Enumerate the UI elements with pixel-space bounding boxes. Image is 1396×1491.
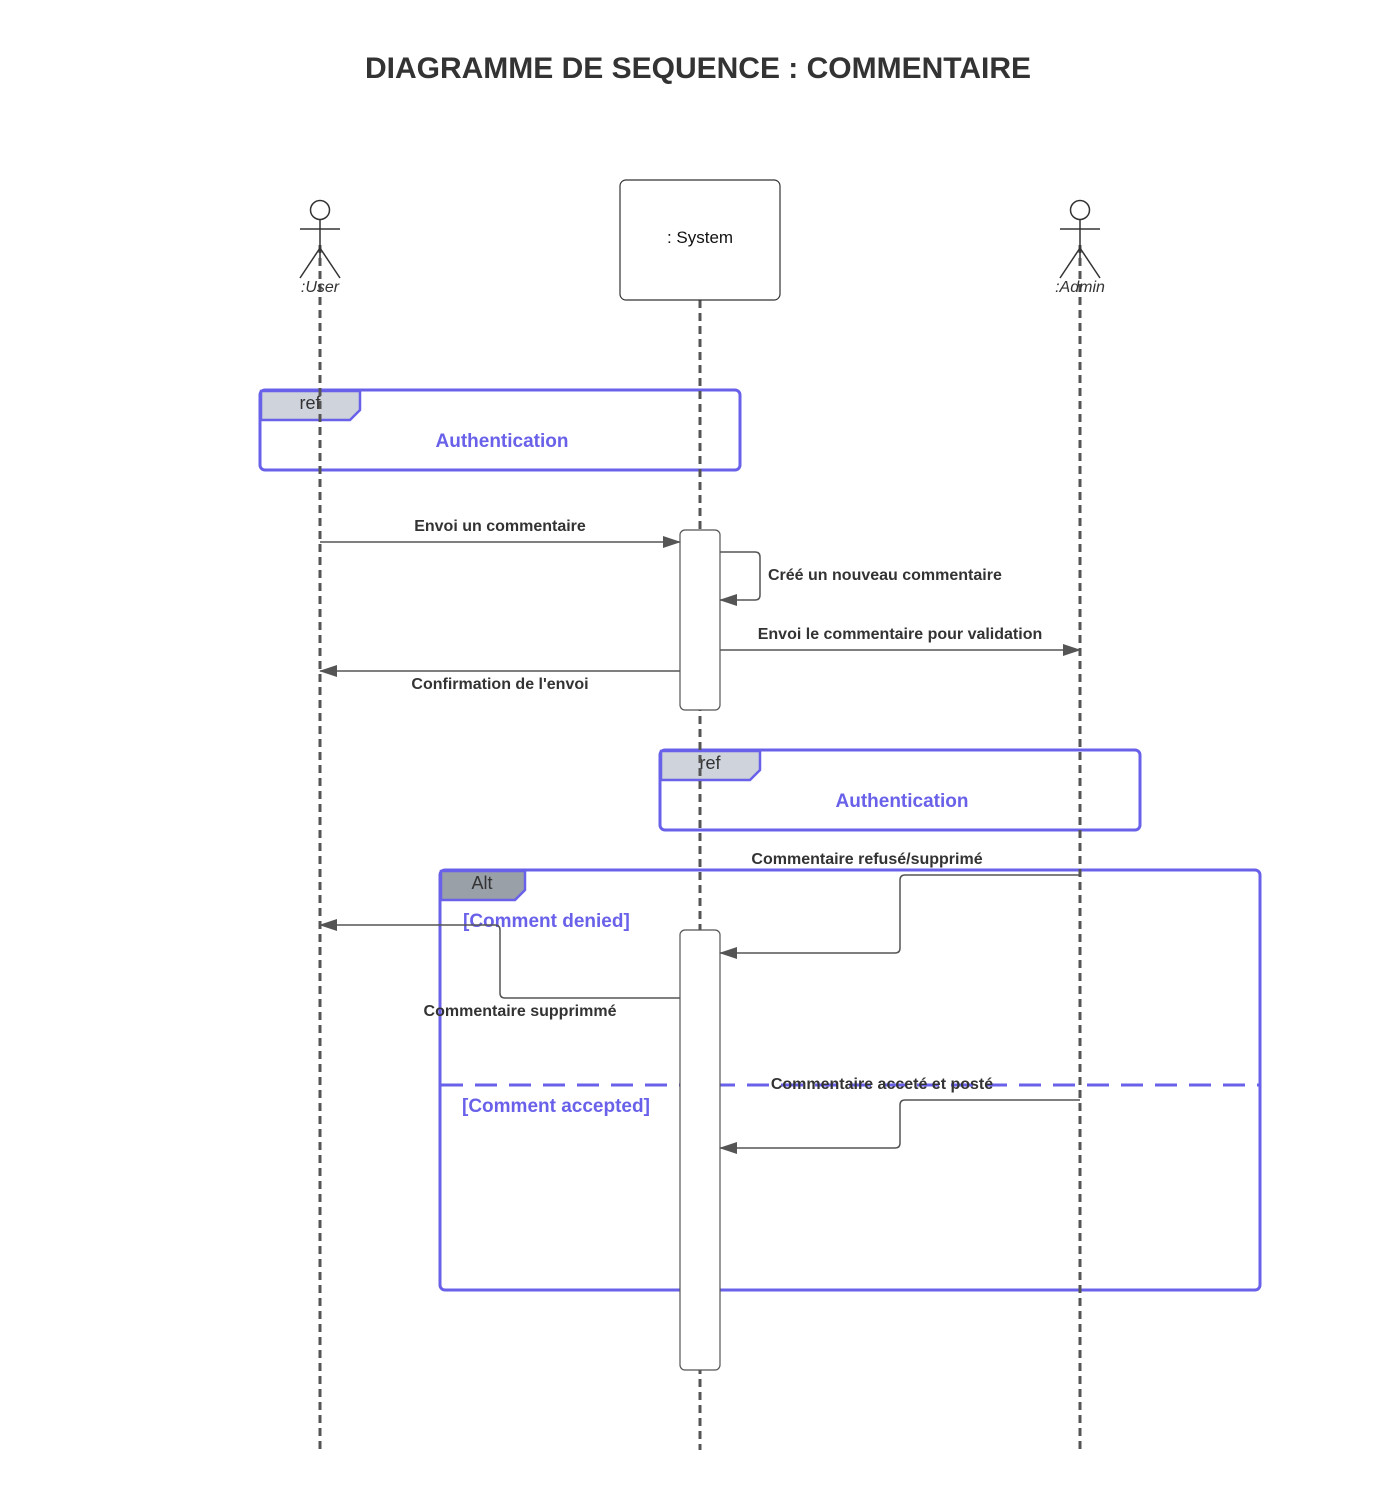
- system-object[interactable]: : System: [619, 179, 781, 301]
- user-actor[interactable]: :User: [299, 199, 341, 297]
- message-label: Envoi un commentaire: [414, 518, 586, 535]
- ref-frame-authentication-2[interactable]: ref Authentication: [658, 748, 1142, 832]
- message-label: Envoi le commentaire pour validation: [758, 626, 1043, 643]
- message-arrow: [319, 919, 680, 999]
- message-commentaire-refuse[interactable]: Commentaire refusé/supprimé: [719, 851, 1080, 959]
- ref-tag-label: ref: [299, 393, 321, 413]
- admin-actor[interactable]: :Admin: [1055, 199, 1105, 297]
- ref-frame-title: Authentication: [836, 791, 969, 812]
- diagram-title: DIAGRAMME DE SEQUENCE : COMMENTAIRE: [364, 52, 1032, 85]
- ref-tag-label: ref: [699, 753, 721, 773]
- message-label: Commentaire refusé/supprimé: [751, 851, 982, 868]
- message-label: Commentaire supprimmé: [424, 1003, 617, 1020]
- system-activation-bar-2[interactable]: [679, 929, 721, 1371]
- message-label: Commentaire acceté et posté: [771, 1076, 993, 1093]
- stick-figure-icon: [299, 199, 341, 279]
- alt-frame[interactable]: Alt [Comment denied] [Comment accepted]: [438, 868, 1262, 1292]
- stick-figure-icon: [1059, 199, 1101, 279]
- ref-frame-authentication-1[interactable]: ref Authentication: [258, 388, 742, 472]
- ref-frame-title: Authentication: [436, 431, 569, 452]
- guard-comment-accepted: [Comment accepted]: [462, 1096, 650, 1117]
- message-arrow: [719, 874, 1080, 959]
- message-commentaire-supprime[interactable]: Commentaire supprimmé: [319, 919, 680, 1020]
- system-object-label: : System: [667, 228, 733, 247]
- message-commentaire-accepte[interactable]: Commentaire acceté et posté: [719, 1076, 1080, 1154]
- message-label: Confirmation de l'envoi: [411, 676, 588, 693]
- self-message-arrow: [719, 551, 761, 606]
- message-arrow: [719, 1099, 1080, 1154]
- alt-tag-label: Alt: [471, 873, 492, 893]
- guard-comment-denied: [Comment denied]: [463, 911, 630, 932]
- message-cree-nouveau-commentaire[interactable]: Créé un nouveau commentaire: [719, 551, 1002, 606]
- message-envoi-validation[interactable]: Envoi le commentaire pour validation: [720, 626, 1081, 656]
- admin-actor-label: :Admin: [1055, 279, 1105, 296]
- system-activation-bar-1[interactable]: [679, 529, 721, 711]
- message-confirmation-envoi[interactable]: Confirmation de l'envoi: [319, 665, 680, 693]
- message-label: Créé un nouveau commentaire: [768, 567, 1002, 584]
- user-actor-label: :User: [301, 279, 340, 296]
- message-envoi-commentaire[interactable]: Envoi un commentaire: [320, 518, 681, 548]
